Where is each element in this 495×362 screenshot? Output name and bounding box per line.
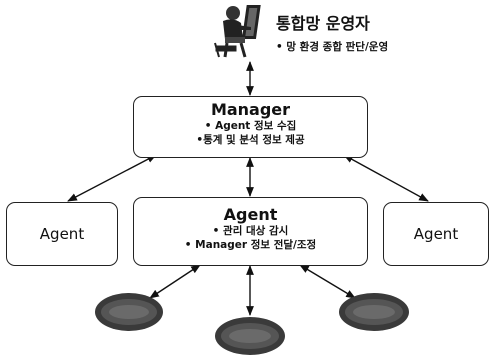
operator-icon [214,5,261,58]
manager-bullet-1: • Agent 정보 수집 [204,120,297,132]
agent-center-bullet-1: • 관리 대상 감시 [212,225,289,237]
agent-right-box: Agent [383,202,489,266]
manager-title: Manager [210,100,291,119]
operator-title: 통합망 운영자 [276,14,370,33]
arrow-manager-right-agent [343,154,429,202]
agent-center-box: Agent • 관리 대상 감시 • Manager 정보 전달/조정 [133,197,368,266]
manager-box: Manager • Agent 정보 수집 •통계 및 분석 정보 제공 [133,96,368,158]
agent-center-bullet-2: • Manager 정보 전달/조정 [184,239,317,251]
arrow-agent-left-device [149,264,201,299]
agent-center-title: Agent [223,205,278,224]
arrow-agent-right-device [299,264,356,299]
managed-device-center [215,317,285,355]
arrow-manager-left-agent [67,154,157,202]
agent-right-title: Agent [413,225,459,243]
agent-left-box: Agent [6,202,118,266]
operator-bullet: • 망 환경 종합 판단/운영 [276,41,389,53]
manager-bullet-2: •통계 및 분석 정보 제공 [196,134,305,146]
managed-device-right [339,293,409,331]
managed-device-left [95,293,163,331]
agent-left-title: Agent [39,225,85,243]
